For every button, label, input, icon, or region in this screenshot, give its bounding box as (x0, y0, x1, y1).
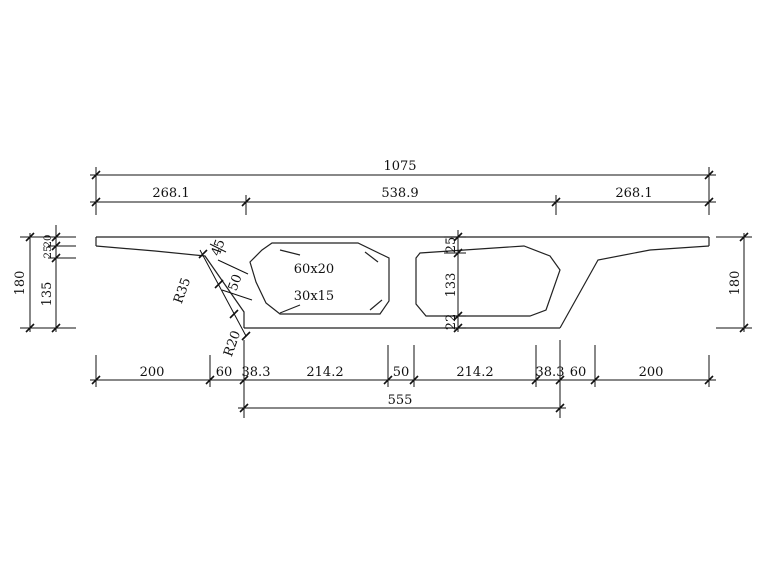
dim-bottom-left-60: 60 (216, 365, 233, 380)
dim-left-cantilever: 268.1 (152, 186, 189, 201)
dim-right-cell-width: 214.2 (456, 365, 493, 380)
haunch-bottom-label: 30x15 (294, 289, 334, 304)
dim-bottom-right-60: 60 (570, 365, 587, 380)
dim-left-height-135: 135 (40, 282, 55, 307)
girder-outline (95, 236, 710, 329)
dim-radius-r20: R20 (221, 329, 244, 359)
dim-bottom-left-200: 200 (140, 365, 165, 380)
dim-chamfer-45: 45 (209, 237, 229, 258)
dim-bottom-right-38: 38.3 (536, 365, 565, 380)
haunch-top-label: 60x20 (294, 262, 334, 277)
dim-left-cell-width: 214.2 (306, 365, 343, 380)
dim-center-top-25: 25 (444, 237, 459, 254)
dim-chamfer-50: 50 (226, 272, 246, 293)
right-cell-outline (415, 245, 561, 317)
dim-center-height-133: 133 (444, 273, 459, 298)
dim-overall-width: 1075 (383, 159, 416, 174)
dim-bottom-width: 555 (388, 393, 413, 408)
left-cell-outline (249, 242, 390, 315)
top-dimension-lines (90, 167, 716, 215)
dim-bottom-left-38: 38.3 (242, 365, 271, 380)
dim-web-50: 50 (393, 365, 410, 380)
center-vertical-dimension-lines (444, 230, 466, 333)
left-web-sloped-dimension-lines (198, 243, 253, 341)
dim-middle-span: 538.9 (381, 186, 418, 201)
right-vertical-dimension-lines (716, 232, 752, 333)
left-vertical-dimension-lines (20, 225, 76, 333)
dim-radius-r35: R35 (171, 276, 194, 306)
dim-right-height-180: 180 (728, 271, 743, 296)
dim-left-small-25: 25 (43, 246, 54, 259)
bottom-dimension-lines (90, 340, 716, 418)
dim-left-height-180: 180 (13, 271, 28, 296)
dim-right-cantilever: 268.1 (615, 186, 652, 201)
dim-center-bottom-22: 22 (444, 314, 459, 331)
dim-left-small-20: 20 (43, 235, 54, 248)
dim-bottom-right-200: 200 (639, 365, 664, 380)
